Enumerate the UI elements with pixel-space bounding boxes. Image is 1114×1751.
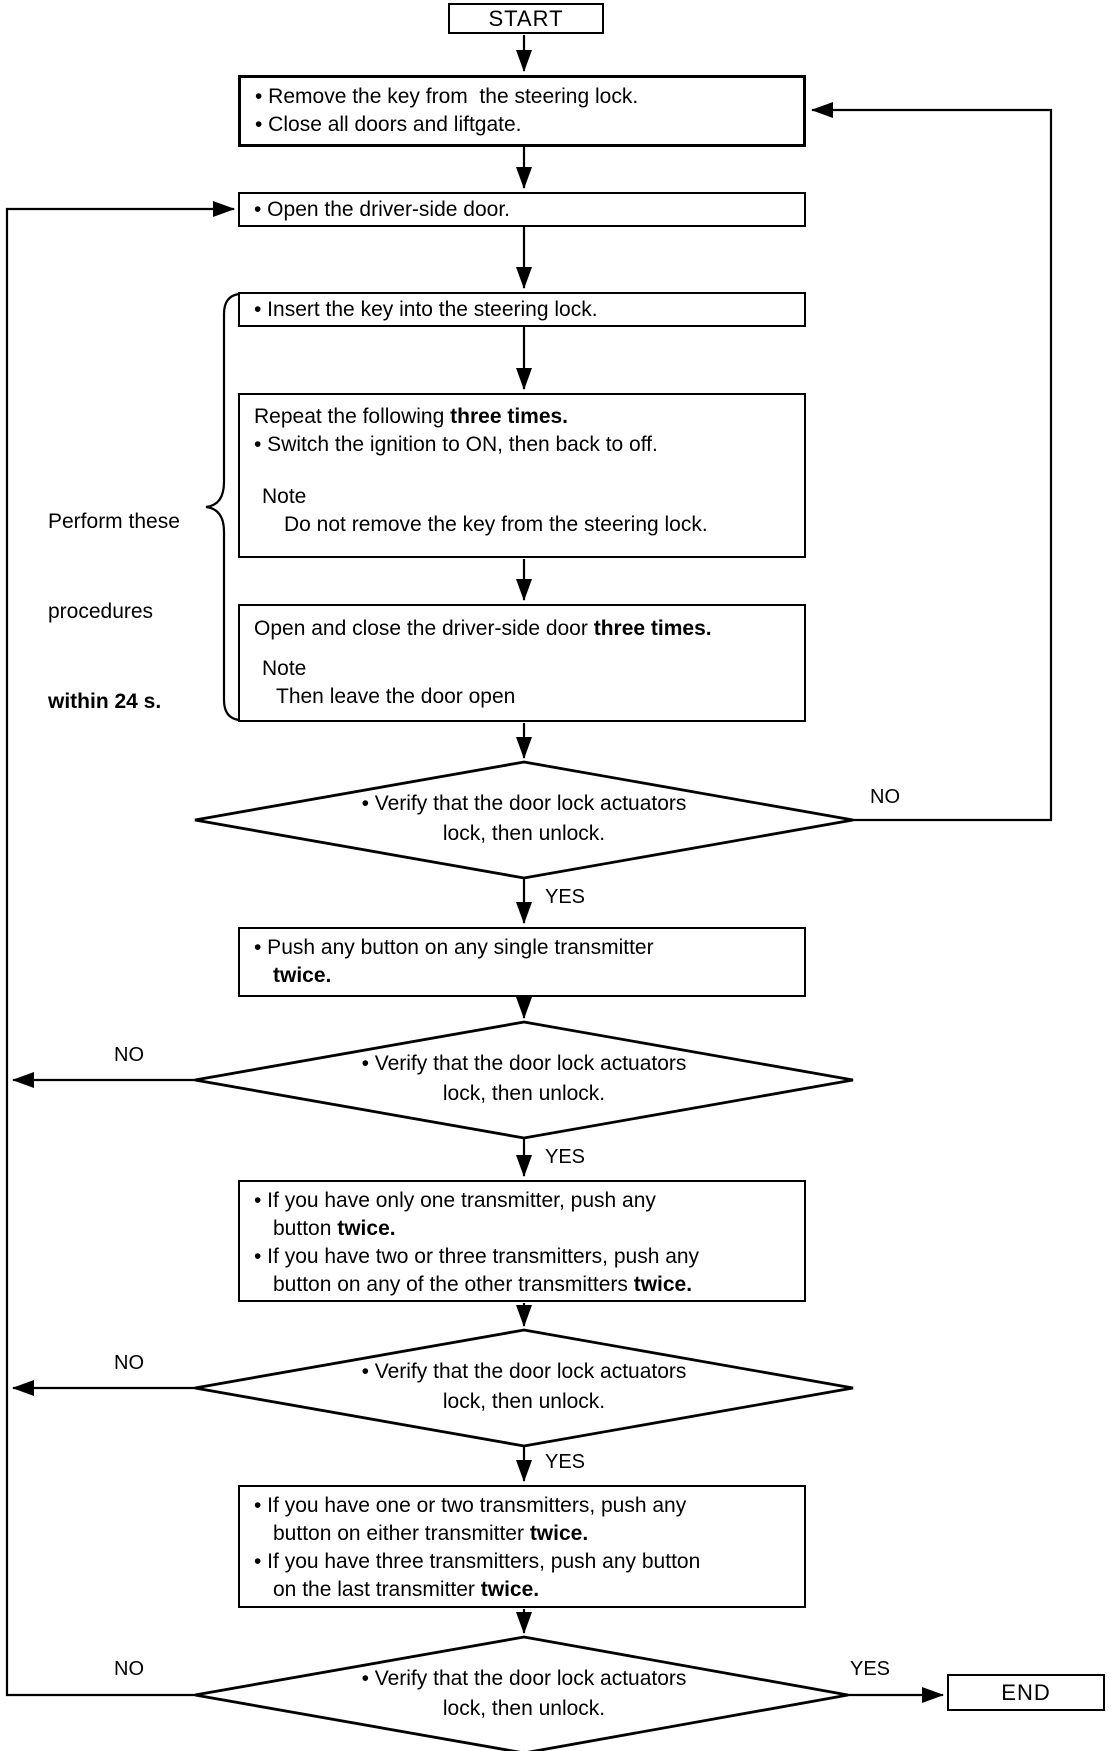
decision-3-text: • Verify that the door lock actuators lo… xyxy=(361,1360,687,1413)
box-ignition-note: Note xyxy=(262,485,307,508)
box-push-any-line1: • Push any button on any single transmit… xyxy=(254,936,654,959)
box-ignition-line2: • Switch the ignition to ON, then back t… xyxy=(254,433,658,456)
box-open-door-line1: • Open the driver-side door. xyxy=(254,198,510,221)
box-door-cycle-note: Note xyxy=(262,657,307,680)
start-label: START xyxy=(488,5,564,31)
box-other-line1: • If you have only one transmitter, push… xyxy=(254,1189,656,1212)
box-ignition-note-text: Do not remove the key from the steering … xyxy=(284,513,708,536)
label-no-2: NO xyxy=(112,1044,146,1066)
box-insert-key: • Insert the key into the steering lock. xyxy=(238,292,806,327)
box-other-line2: button twice. xyxy=(273,1217,396,1240)
box-push-last-transmitter: • If you have one or two transmitters, p… xyxy=(238,1485,806,1608)
label-yes-3: YES xyxy=(543,1451,588,1473)
loop-d1-no-right xyxy=(811,102,1053,822)
box-remove-key-line1: • Remove the key from the steering lock. xyxy=(255,85,639,108)
side-note-line2: procedures xyxy=(48,600,154,623)
decision-diamond-4 xyxy=(194,1635,849,1751)
box-ignition-line1: Repeat the following three times. xyxy=(254,405,569,428)
start-node: START xyxy=(448,3,604,34)
decision-1-text: • Verify that the door lock actuators lo… xyxy=(361,792,687,845)
box-other-line4: button on any of the other transmitters … xyxy=(273,1273,693,1296)
box-last-line3: • If you have three transmitters, push a… xyxy=(254,1550,701,1573)
box-last-line1: • If you have one or two transmitters, p… xyxy=(254,1494,687,1517)
label-yes-2: YES xyxy=(543,1146,588,1168)
label-no-4: NO xyxy=(112,1658,146,1680)
loop-left-no xyxy=(5,201,235,1697)
box-other-line3: • If you have two or three transmitters,… xyxy=(254,1245,700,1268)
side-note: Perform these procedures within 24 s. xyxy=(48,447,218,777)
box-remove-key: • Remove the key from the steering lock.… xyxy=(238,75,806,147)
box-insert-key-line1: • Insert the key into the steering lock. xyxy=(254,298,598,321)
box-door-cycle-line1: Open and close the driver-side door thre… xyxy=(254,617,712,640)
box-door-cycle-note-text: Then leave the door open xyxy=(276,685,516,708)
side-note-line3: within 24 s. xyxy=(48,690,162,713)
label-yes-4: YES xyxy=(848,1658,893,1680)
brace-icon xyxy=(205,292,240,722)
box-push-any-line2: twice. xyxy=(273,964,332,987)
side-note-line1: Perform these xyxy=(48,510,180,533)
box-last-line4: on the last transmitter twice. xyxy=(273,1578,540,1601)
decision-diamond-2 xyxy=(194,1020,854,1140)
box-door-cycle: Open and close the driver-side door thre… xyxy=(238,604,806,722)
box-remove-key-line2: • Close all doors and liftgate. xyxy=(255,113,522,136)
box-open-door: • Open the driver-side door. xyxy=(238,192,806,227)
end-label: END xyxy=(1001,1679,1051,1705)
box-push-any-transmitter: • Push any button on any single transmit… xyxy=(238,927,806,997)
label-yes-1: YES xyxy=(543,886,588,908)
label-no-1: NO xyxy=(868,786,902,808)
box-ignition-cycle: Repeat the following three times. • Swit… xyxy=(238,393,806,558)
label-no-3: NO xyxy=(112,1352,146,1374)
decision-diamond-3 xyxy=(194,1328,854,1448)
box-push-other-transmitter: • If you have only one transmitter, push… xyxy=(238,1180,806,1302)
end-node: END xyxy=(947,1674,1105,1711)
decision-diamond-1 xyxy=(194,760,854,880)
decision-4-text: • Verify that the door lock actuators lo… xyxy=(361,1667,687,1720)
decision-2-text: • Verify that the door lock actuators lo… xyxy=(361,1052,687,1105)
box-last-line2: button on either transmitter twice. xyxy=(273,1522,589,1545)
